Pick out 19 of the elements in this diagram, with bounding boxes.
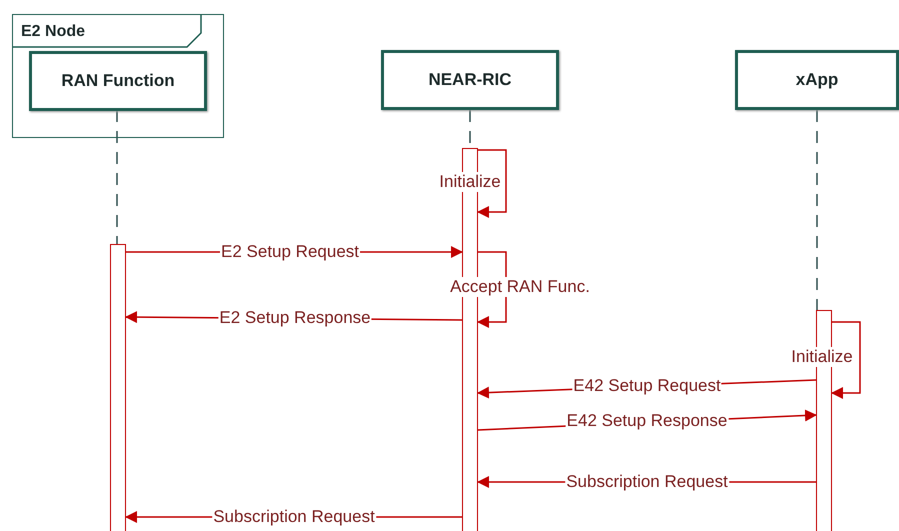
edge-label: Initialize — [438, 172, 502, 192]
participant-box: RAN Function — [29, 51, 207, 111]
edge-label: Subscription Request — [212, 507, 376, 527]
edge-label: E42 Setup Request — [572, 376, 722, 396]
edge-label: Accept RAN Func. — [449, 277, 591, 297]
message-arrow — [831, 321, 861, 399]
participant-box: xApp — [735, 50, 899, 110]
message-arrow — [477, 149, 507, 218]
activation-bar — [110, 244, 126, 531]
edge-label: E2 Setup Request — [220, 242, 360, 262]
lifeline — [816, 110, 818, 310]
edge-label: E2 Setup Response — [218, 308, 372, 328]
frame-title: E2 Node — [21, 23, 86, 41]
participant-box: NEAR-RIC — [381, 50, 559, 110]
edge-label: Initialize — [790, 347, 854, 367]
edge-label: E42 Setup Response — [566, 411, 728, 431]
frame — [12, 14, 224, 138]
lifeline — [116, 110, 118, 244]
edge-label: Subscription Request — [565, 472, 729, 492]
